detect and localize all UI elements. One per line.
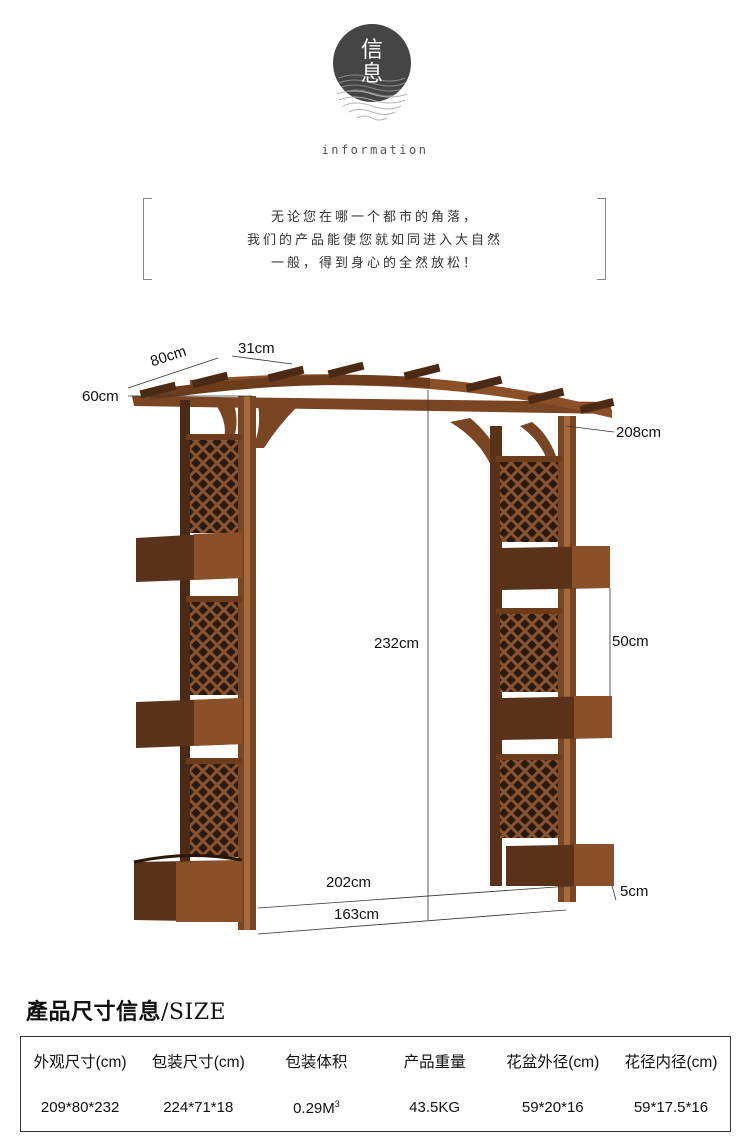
volume-value: 0.29M: [293, 1099, 335, 1117]
size-title-en: /SIZE: [161, 1000, 227, 1025]
quote-line: 一般，得到身心的全然放松！: [270, 256, 479, 271]
table-cell-volume: 0.29M3: [257, 1099, 375, 1117]
badge-char-2: 息: [360, 62, 383, 87]
dim-right-height-label: 208cm: [616, 424, 662, 441]
left-tower: [133, 396, 256, 930]
left-bracket: [143, 198, 152, 280]
quote-line: 我们的产品能使您就如同进入大自然: [246, 233, 503, 248]
size-section-title: 產品尺寸信息/SIZE: [26, 994, 226, 1026]
table-header-cell: 包装体积: [285, 1053, 348, 1071]
info-subtitle: information: [321, 143, 429, 157]
dim-box-gap-label: 50cm: [612, 633, 649, 650]
table-header-cell: 外观尺寸(cm): [33, 1053, 127, 1071]
table-cell: 224*71*18: [163, 1099, 234, 1116]
table-cell: 209*80*232: [40, 1099, 120, 1116]
right-tower: [490, 416, 614, 902]
dim-base-height-label: 5cm: [620, 883, 649, 900]
dim-inner-height-label: 232cm: [374, 635, 420, 652]
table-header-cell: 花盆外径(cm): [506, 1053, 600, 1071]
table-cell: 43.5KG: [409, 1099, 461, 1116]
dimension-lines: [127, 355, 617, 935]
table-header-row: 外观尺寸(cm) 包装尺寸(cm) 包装体积 产品重量 花盆外径(cm) 花径内…: [21, 1037, 730, 1084]
wave-icon: [338, 74, 406, 97]
dim-side-height-label: 60cm: [82, 388, 119, 405]
size-title-cn: 產品尺寸信息: [26, 999, 162, 1025]
table-cell: 59*17.5*16: [633, 1099, 709, 1116]
arbor-illustration: [127, 355, 617, 935]
table-header-cell: 花径内径(cm): [624, 1053, 718, 1071]
table-cell: 59*20*16: [521, 1099, 584, 1116]
quote-block: 无论您在哪一个都市的角落， 我们的产品能使您就如同进入大自然 一般，得到身心的全…: [160, 206, 590, 275]
table-header-cell: 产品重量: [403, 1053, 466, 1071]
volume-superscript: 3: [334, 1098, 340, 1109]
quote-line: 无论您在哪一个都市的角落，: [270, 210, 479, 225]
table-header-cell: 包装尺寸(cm): [151, 1053, 245, 1071]
pergola-top: [132, 361, 615, 468]
badge-char-1: 信: [360, 38, 383, 63]
dim-outer-width-label: 202cm: [326, 874, 372, 891]
right-bracket: [597, 198, 606, 280]
dim-top-width-label: 31cm: [238, 340, 275, 357]
info-badge: 信 息: [333, 24, 411, 102]
table-row: 209*80*232 224*71*18 0.29M3 43.5KG 59*20…: [21, 1084, 730, 1131]
dim-inner-width-label: 163cm: [334, 906, 380, 923]
spec-table: 外观尺寸(cm) 包装尺寸(cm) 包装体积 产品重量 花盆外径(cm) 花径内…: [20, 1036, 731, 1132]
